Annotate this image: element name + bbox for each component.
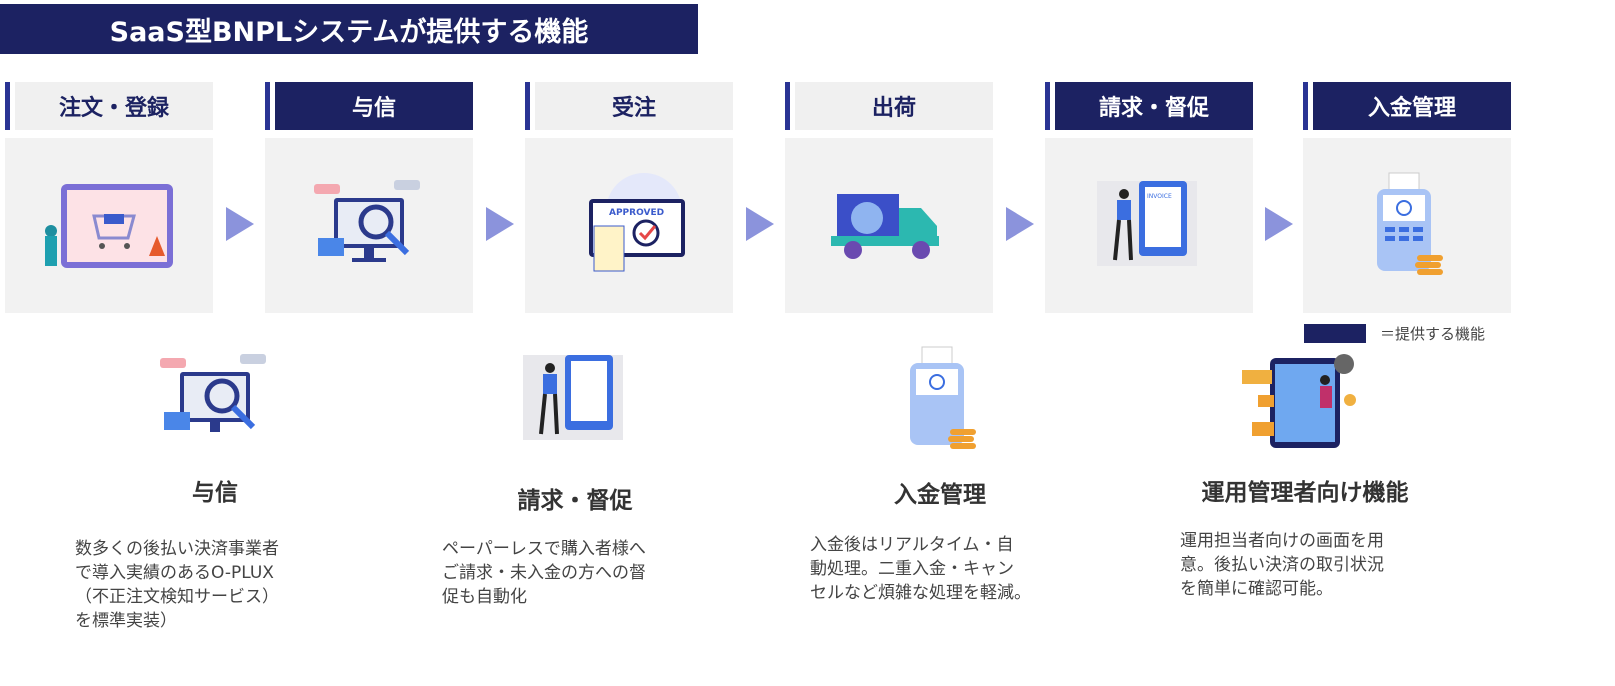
feature-title: 与信 <box>192 480 238 506</box>
delivery-truck-illustration <box>785 138 993 313</box>
feature-description: 入金後はリアルタイム・自 動処理。二重入金・キャン セルなど煩雑な処理を軽減。 <box>810 535 1031 603</box>
step-credit: 与信 <box>265 82 473 313</box>
svg-text:INVOICE: INVOICE <box>1147 193 1172 200</box>
invoice-illustration: INVOICE <box>1045 138 1253 313</box>
feature-description: 数多くの後払い決済事業者 で導入実績のあるO-PLUX （不正注文検知サービス）… <box>75 539 279 631</box>
step-order-registration: 注文・登録 <box>5 82 213 313</box>
feature-title: 請求・督促 <box>517 488 633 514</box>
payment-terminal-illustration <box>790 345 1090 455</box>
step-billing-dunning: 請求・督促 INVOICE <box>1045 82 1253 313</box>
feature-billing: 請求・督促 ペーパーレスで購入者様へ ご請求・未入金の方への督 促も自動化 <box>425 345 725 609</box>
feature-admin: 運用管理者向け機能 運用担当者向けの画面を用 意。後払い決済の取引状況 を簡単に… <box>1155 345 1455 601</box>
step-payment-management: 入金管理 <box>1303 82 1511 313</box>
credit-check-monitor-illustration <box>265 138 473 313</box>
step-label: 入金管理 <box>1367 96 1456 121</box>
step-label: 与信 <box>351 96 396 121</box>
admin-dashboard-illustration <box>1155 345 1455 455</box>
step-label: 注文・登録 <box>58 96 169 121</box>
flow-arrow <box>486 207 514 241</box>
page-title: SaaS型BNPLシステムが提供する機能 <box>0 4 698 54</box>
legend-label: ＝提供する機能 <box>1380 325 1486 343</box>
feature-credit: 与信 数多くの後払い決済事業者 で導入実績のあるO-PLUX （不正注文検知サー… <box>65 345 365 633</box>
feature-title: 入金管理 <box>894 482 986 508</box>
shopping-cart-illustration <box>5 138 213 313</box>
feature-payment: 入金管理 入金後はリアルタイム・自 動処理。二重入金・キャン セルなど煩雑な処理… <box>790 345 1090 605</box>
legend: ＝提供する機能 <box>1304 323 1485 344</box>
approved-order-illustration: APPROVED <box>525 138 733 313</box>
step-label: 請求・督促 <box>1098 96 1209 121</box>
step-label: 出荷 <box>871 96 916 121</box>
flow-arrow <box>226 207 254 241</box>
feature-description: ペーパーレスで購入者様へ ご請求・未入金の方への督 促も自動化 <box>442 539 646 607</box>
flow-arrow <box>746 207 774 241</box>
step-order-receipt: 受注 APPROVED <box>525 82 733 313</box>
step-label: 受注 <box>611 96 656 121</box>
legend-swatch <box>1304 324 1366 343</box>
svg-text:APPROVED: APPROVED <box>609 208 664 218</box>
feature-title: 運用管理者向け機能 <box>1201 480 1409 506</box>
invoice-illustration <box>425 345 725 455</box>
credit-check-monitor-illustration <box>65 345 365 455</box>
flow-arrow <box>1006 207 1034 241</box>
feature-description: 運用担当者向けの画面を用 意。後払い決済の取引状況 を簡単に確認可能。 <box>1180 531 1384 599</box>
flow-arrow <box>1265 207 1293 241</box>
step-shipping: 出荷 <box>785 82 993 313</box>
payment-terminal-illustration <box>1303 138 1511 313</box>
